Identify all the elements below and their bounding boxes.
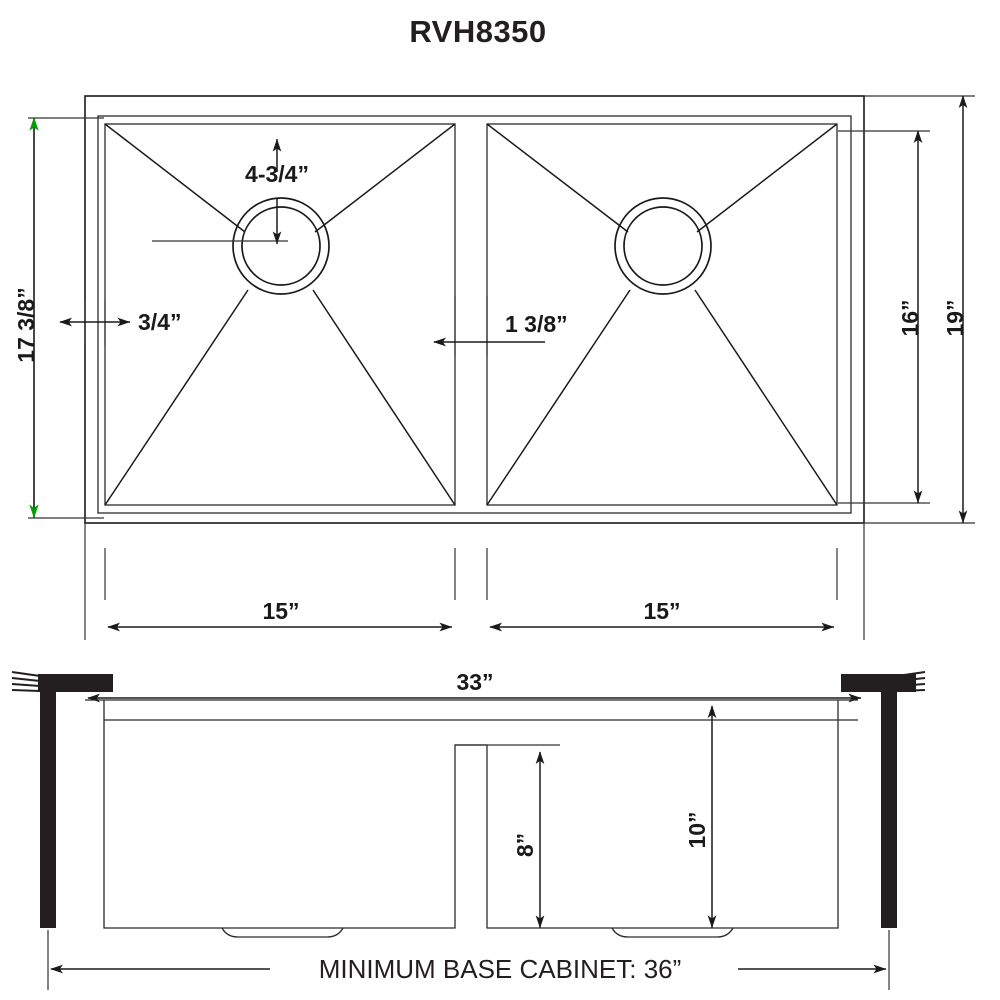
- right-drain-outer-ring: [614, 197, 712, 295]
- caption-min-base-cabinet: MINIMUM BASE CABINET: 36”: [319, 954, 682, 984]
- dim-label-15-left: 15”: [262, 598, 299, 624]
- dim-label-8: 8”: [512, 833, 538, 857]
- top-view-geometry: [84, 95, 865, 524]
- dim-label-3-4: 3/4”: [138, 309, 181, 335]
- right-cabinet-wall: [881, 692, 897, 928]
- dim-label-15-right: 15”: [643, 598, 680, 624]
- sink-outer-rim: [84, 95, 865, 524]
- dim-label-16: 16”: [897, 299, 923, 336]
- right-wall-hatch-icon: [896, 670, 926, 693]
- left-basin-slope-lines: [104, 123, 456, 506]
- dim-label-19: 19”: [942, 299, 968, 336]
- top-view-bottom-extension-lines: [84, 523, 865, 640]
- dim-min-base-cabinet: MINIMUM BASE CABINET: 36”: [47, 930, 890, 990]
- page-title: RVH8350: [409, 14, 546, 49]
- dim-label-17-3-8: 17 3/8”: [13, 287, 39, 362]
- sink-front-body-outline: [103, 700, 839, 929]
- left-wall-hatch-icon: [11, 670, 41, 693]
- left-drain-outer-ring: [232, 197, 330, 295]
- dim-label-4-3-4: 4-3/4”: [245, 161, 309, 187]
- dim-1-3-8: 1 3/8”: [433, 296, 568, 356]
- dim-label-10: 10”: [684, 811, 710, 848]
- right-cabinet-countertop: [841, 674, 916, 692]
- front-elevation-geometry: [11, 670, 926, 938]
- dim-label-33: 33”: [456, 669, 493, 695]
- left-drain-bump: [221, 927, 344, 938]
- left-cabinet-wall: [40, 692, 56, 928]
- right-basin-slope-lines: [486, 123, 838, 506]
- dim-15-right: 15”: [489, 598, 835, 632]
- dim-3-4: 3/4”: [59, 300, 181, 345]
- sink-rim-inner-edge: [97, 115, 852, 514]
- left-cabinet-countertop: [38, 674, 113, 692]
- dim-15-left: 15”: [107, 598, 453, 632]
- dim-label-1-3-8: 1 3/8”: [505, 311, 568, 337]
- dim-33: 33”: [87, 669, 862, 703]
- right-drain-inner-ring: [623, 206, 703, 286]
- dim-8: 8”: [487, 744, 560, 929]
- right-drain-bump: [611, 927, 734, 938]
- dim-17-3-8: 17 3/8”: [13, 117, 104, 519]
- dim-4-3-4: 4-3/4”: [245, 138, 309, 245]
- left-drain-inner-ring: [241, 206, 321, 286]
- dim-19: 19”: [864, 95, 975, 524]
- dim-16: 16”: [838, 130, 930, 504]
- dim-10: 10”: [684, 705, 717, 929]
